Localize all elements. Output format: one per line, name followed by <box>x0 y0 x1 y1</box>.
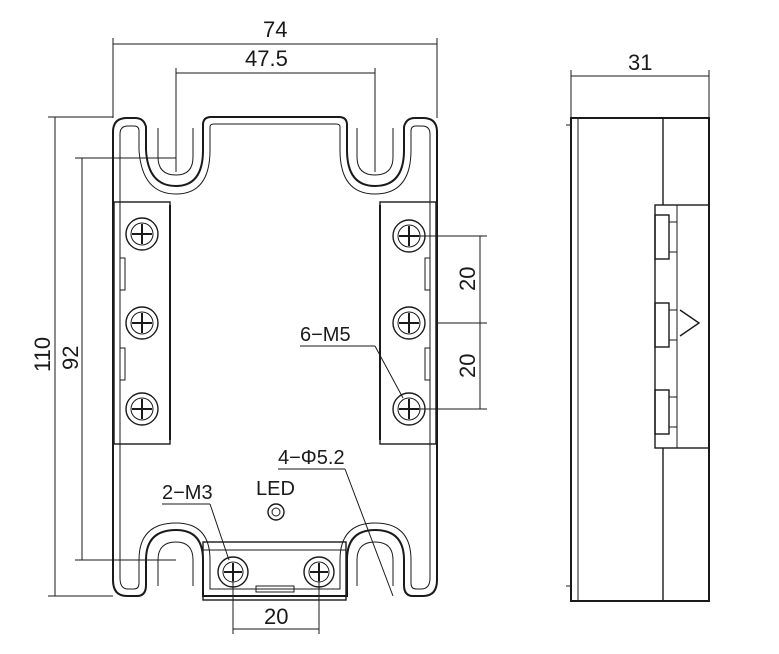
control-terminal-block <box>202 541 347 601</box>
side-body-outline <box>570 117 710 602</box>
label-mount-holes: 4−Φ5.2 <box>278 447 345 469</box>
dim-overall-height: 110 <box>30 337 55 372</box>
front-dimensions: 74 47.5 110 92 20 20 20 <box>30 17 487 634</box>
side-terminal-tab <box>654 302 670 348</box>
mount-slot-bottom-right <box>356 541 394 586</box>
power-screw-icon <box>125 217 159 251</box>
dim-mount-hole-spacing: 47.5 <box>245 46 288 71</box>
label-led: LED <box>256 478 295 500</box>
dim-mount-hole-vertical: 92 <box>58 346 83 370</box>
front-body-outline <box>112 116 438 597</box>
dim-screw-pitch-lower: 20 <box>455 354 480 378</box>
mount-slot-top-right <box>356 128 394 176</box>
power-screw-icon <box>125 392 159 426</box>
side-terminal-tab <box>654 214 670 260</box>
leader-control-screws <box>209 503 230 561</box>
dim-overall-width: 74 <box>263 17 287 42</box>
side-terminal-region <box>654 204 710 449</box>
leader-power-screws <box>374 345 404 399</box>
dim-control-terminal-spacing: 20 <box>264 604 288 629</box>
label-power-screws: 6−M5 <box>300 324 351 346</box>
left-divider-slot <box>119 347 126 381</box>
front-view <box>112 116 438 601</box>
side-arrow-marker-icon <box>679 309 701 337</box>
control-divider-slot <box>255 585 295 593</box>
side-terminal-tab <box>654 389 670 435</box>
dim-side-depth: 31 <box>628 50 652 75</box>
power-screw-icon <box>392 306 426 340</box>
label-control-screws: 2−M3 <box>162 482 213 504</box>
mount-slot-bottom-left <box>157 541 194 586</box>
left-divider-slot <box>119 257 126 291</box>
mount-slot-top-left <box>157 128 194 176</box>
right-divider-slot <box>424 347 431 381</box>
side-view: 31 <box>566 50 710 602</box>
leader-mount-holes <box>344 468 394 597</box>
dim-screw-pitch-upper: 20 <box>455 267 480 291</box>
power-screw-icon <box>125 306 159 340</box>
callouts: 6−M5 4−Φ5.2 LED 2−M3 <box>162 324 404 597</box>
led-indicator-icon <box>267 503 285 521</box>
right-divider-slot <box>424 257 431 291</box>
